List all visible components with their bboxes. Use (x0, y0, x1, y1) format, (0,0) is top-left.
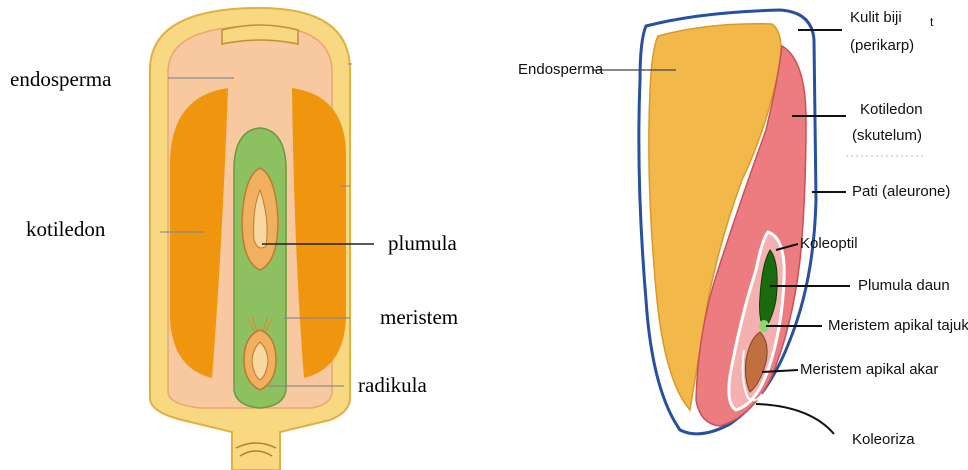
label-endosperma-right: Endosperma (518, 61, 604, 78)
label-perikarp: (perikarp) (850, 37, 914, 54)
label-skutelum: (skutelum) (852, 127, 922, 144)
right-leader-koleoriza (756, 404, 834, 434)
label-radikula: radikula (358, 373, 427, 397)
label-pati: Pati (aleurone) (852, 183, 950, 200)
left-seed-diagram: endosperma kotiledon plumula meristem ra… (10, 8, 458, 470)
label-plumula-daun: Plumula daun (858, 277, 950, 294)
label-kotiledon: kotiledon (26, 217, 106, 241)
label-meristem: meristem (380, 305, 458, 329)
label-meristem-tajuk: Meristem apikal tajuk (828, 317, 968, 334)
label-kotiledon-right: Kotiledon (860, 101, 923, 118)
label-plumula: plumula (388, 231, 458, 255)
label-koleoptil: Koleoptil (800, 235, 858, 252)
label-kulit-biji-mark: t (930, 15, 934, 29)
right-seed-diagram: Endosperma Kulit biji t (perikarp) Kotil… (518, 9, 968, 448)
label-endosperma: endosperma (10, 67, 112, 91)
label-kulit-biji: Kulit biji (850, 9, 902, 26)
label-meristem-akar: Meristem apikal akar (800, 361, 938, 378)
label-koleoriza: Koleoriza (852, 431, 915, 448)
